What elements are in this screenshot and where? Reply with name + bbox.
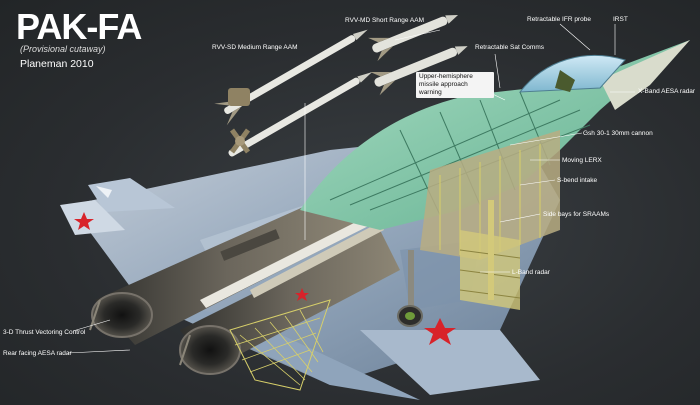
label-missile-warning: Upper-hemisphere missile approach warnin…	[416, 72, 494, 98]
label-xband-radar: X-Band AESA radar	[638, 88, 696, 95]
label-irst: IRST	[613, 16, 628, 23]
label-sbend-intake: S-bend intake	[557, 177, 598, 184]
rvv-sd-missiles	[214, 29, 373, 157]
label-rvv-sd: RVV-SD Medium Range AAM	[212, 44, 298, 51]
label-gsh-cannon: Gsh 30-1 30mm cannon	[583, 130, 653, 137]
tail-fins	[60, 178, 175, 235]
author-credit: Planeman 2010	[20, 58, 94, 70]
red-star-insignia	[74, 212, 456, 345]
internal-missile-bay	[200, 200, 408, 308]
page-title: PAK-FA	[16, 6, 142, 47]
label-sat-comms: Retractable Sat Comms	[475, 44, 544, 51]
label-tvc: 3-D Thrust Vectoring Control	[3, 329, 86, 336]
intake-structure	[420, 130, 560, 310]
label-ifr-probe: Retractable IFR probe	[527, 16, 591, 23]
landing-gear	[397, 250, 423, 327]
missile-fins-cross	[229, 128, 251, 154]
engines	[89, 195, 400, 375]
rear-radar-mesh	[229, 299, 331, 391]
label-lband-radar: L-Band radar	[512, 269, 550, 276]
label-moving-lerx: Moving LERX	[562, 157, 602, 164]
label-side-bays: Side bays for SRAAMs	[543, 211, 610, 218]
rvv-md-missiles	[368, 15, 468, 96]
label-rear-radar: Rear facing AESA radar	[3, 350, 72, 357]
label-rvv-md: RVV-MD Short Range AAM	[345, 17, 424, 24]
page-subtitle: (Provisional cutaway)	[20, 44, 106, 54]
leader-lines	[67, 23, 635, 354]
